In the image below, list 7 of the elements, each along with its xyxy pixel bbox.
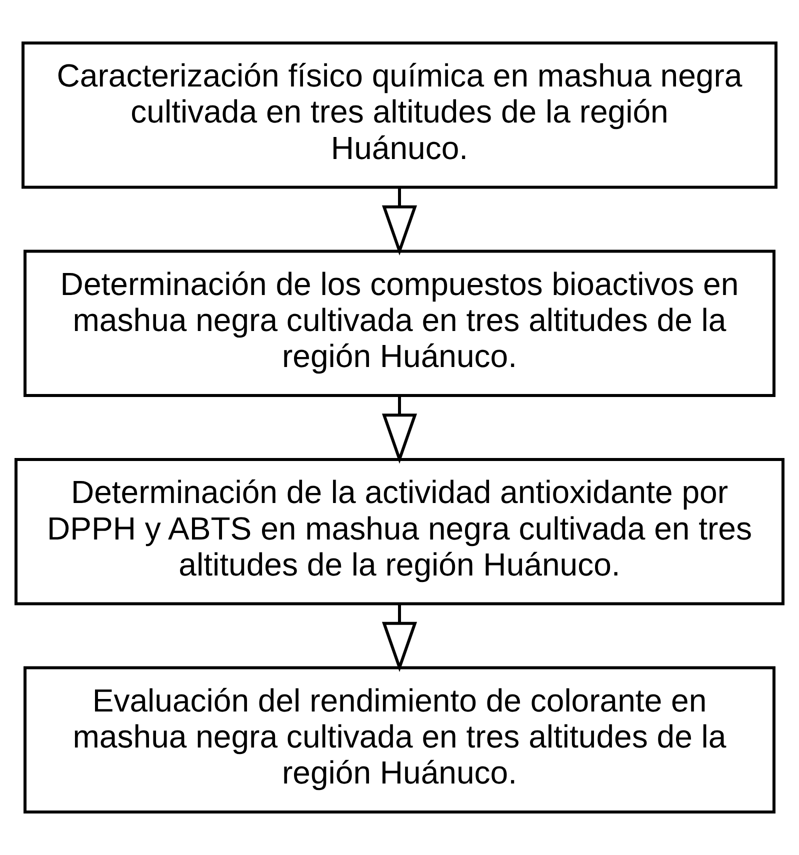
node-box: Determinación de la actividad antioxidante por DPPH y ABTS en mashua negra cultivada en tres altitudes de la región Huánuco. xyxy=(14,458,784,606)
arrow xyxy=(382,187,418,256)
arrow xyxy=(382,396,418,464)
node-box: Determinación de los compuestos bioactivos en mashua negra cultivada en tres altitudes de la región Huánuco. xyxy=(24,250,776,397)
node-box: Evaluación del rendimiento de colorante en mashua negra cultivada en tres altitudes de la región Huánuco. xyxy=(24,666,776,814)
node-box: Caracterización físico química en mashua negra cultivada en tres altitudes de la región Huánuco. xyxy=(22,42,778,189)
arrow xyxy=(382,604,418,672)
